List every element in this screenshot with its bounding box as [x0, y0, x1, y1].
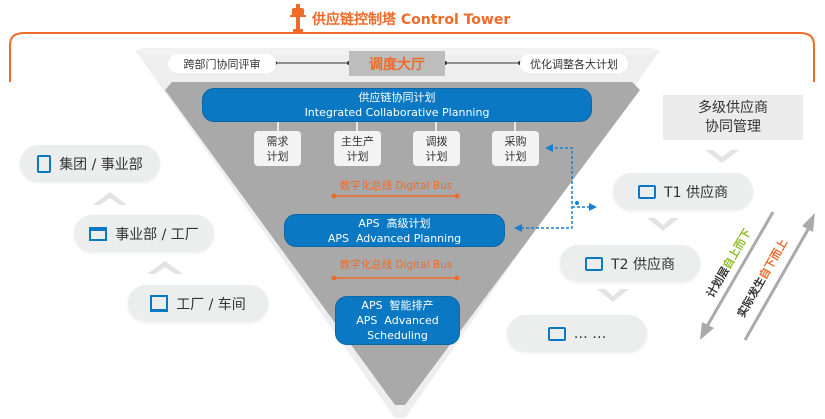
box-icon: [547, 326, 566, 341]
aps-scheduling-box: APS 智能排产 APS Advanced Scheduling: [335, 296, 460, 345]
supplier-label: T2 供应商: [611, 256, 675, 273]
division-factory: 事业部 / 工厂: [74, 215, 214, 252]
chevrons: [93, 150, 739, 302]
factory-icon: [89, 226, 108, 241]
level-label: 工厂 / 车间: [176, 296, 246, 313]
aps-planning-box: APS 高级计划 APS Advanced Planning: [284, 214, 505, 247]
aps-sched-cn: APS 智能排产: [361, 299, 434, 312]
plan-label: 采购: [504, 134, 527, 148]
box-icon: [638, 184, 657, 199]
digital-bus-label: 数字化总线 Digital Bus: [339, 259, 453, 271]
plan-label: 主生产: [341, 134, 374, 148]
t2-supplier: T2 供应商: [560, 245, 700, 282]
digital-bus-label: 数字化总线 Digital Bus: [339, 180, 453, 192]
dispatch-hall: 调度大厅: [349, 51, 445, 76]
supplier-label: … …: [573, 325, 607, 342]
box-icon: [585, 256, 604, 271]
supplier-label: T1 供应商: [664, 184, 728, 201]
control-tower-icon: [290, 4, 306, 32]
t1-supplier: T1 供应商: [613, 173, 753, 210]
header-line: 多级供应商: [698, 99, 768, 116]
optimize-plans: 优化调整各大计划: [520, 54, 628, 73]
aps-sched-en: Scheduling: [367, 329, 428, 342]
page-title: 供应链控制塔 Control Tower: [312, 12, 511, 28]
control-tower-bracket: [9, 32, 815, 82]
header-line: 协同管理: [705, 118, 761, 135]
cross-dept-review: 跨部门协同评审: [168, 54, 276, 73]
group-division: 集团 / 事业部: [20, 145, 160, 182]
aps-plan-en: APS Advanced Planning: [327, 231, 462, 245]
factory-workshop: 工厂 / 车间: [128, 285, 268, 322]
plan-label: 计划: [346, 149, 369, 163]
dashed-connector: [520, 147, 590, 229]
plan-label: 计划: [504, 149, 527, 163]
icp-cn: 供应链协同计划: [358, 91, 436, 104]
plan-procurement: 采购计划: [492, 131, 539, 166]
workshop-icon: [150, 295, 169, 312]
flow-arrows: [704, 211, 812, 341]
plan-label: 计划: [425, 149, 448, 163]
level-label: 事业部 / 工厂: [115, 226, 199, 243]
aps-sched-en: APS Advanced: [356, 314, 439, 327]
multi-tier-supplier-header: 多级供应商协同管理: [663, 95, 803, 140]
plan-allocation: 调拨计划: [413, 131, 460, 166]
plan-demand: 需求计划: [254, 131, 301, 166]
level-label: 集团 / 事业部: [59, 156, 143, 173]
building-icon: [37, 154, 52, 173]
icp-box: 供应链协同计划 Integrated Collaborative Plannin…: [202, 88, 592, 122]
icp-en: Integrated Collaborative Planning: [304, 106, 490, 119]
plan-label: 计划: [266, 149, 289, 163]
plan-label: 需求: [266, 134, 289, 148]
plan-master-production: 主生产计划: [334, 131, 381, 166]
plan-label: 调拨: [425, 134, 448, 148]
more-suppliers: … …: [507, 315, 647, 352]
aps-plan-cn: APS 高级计划: [358, 216, 431, 230]
